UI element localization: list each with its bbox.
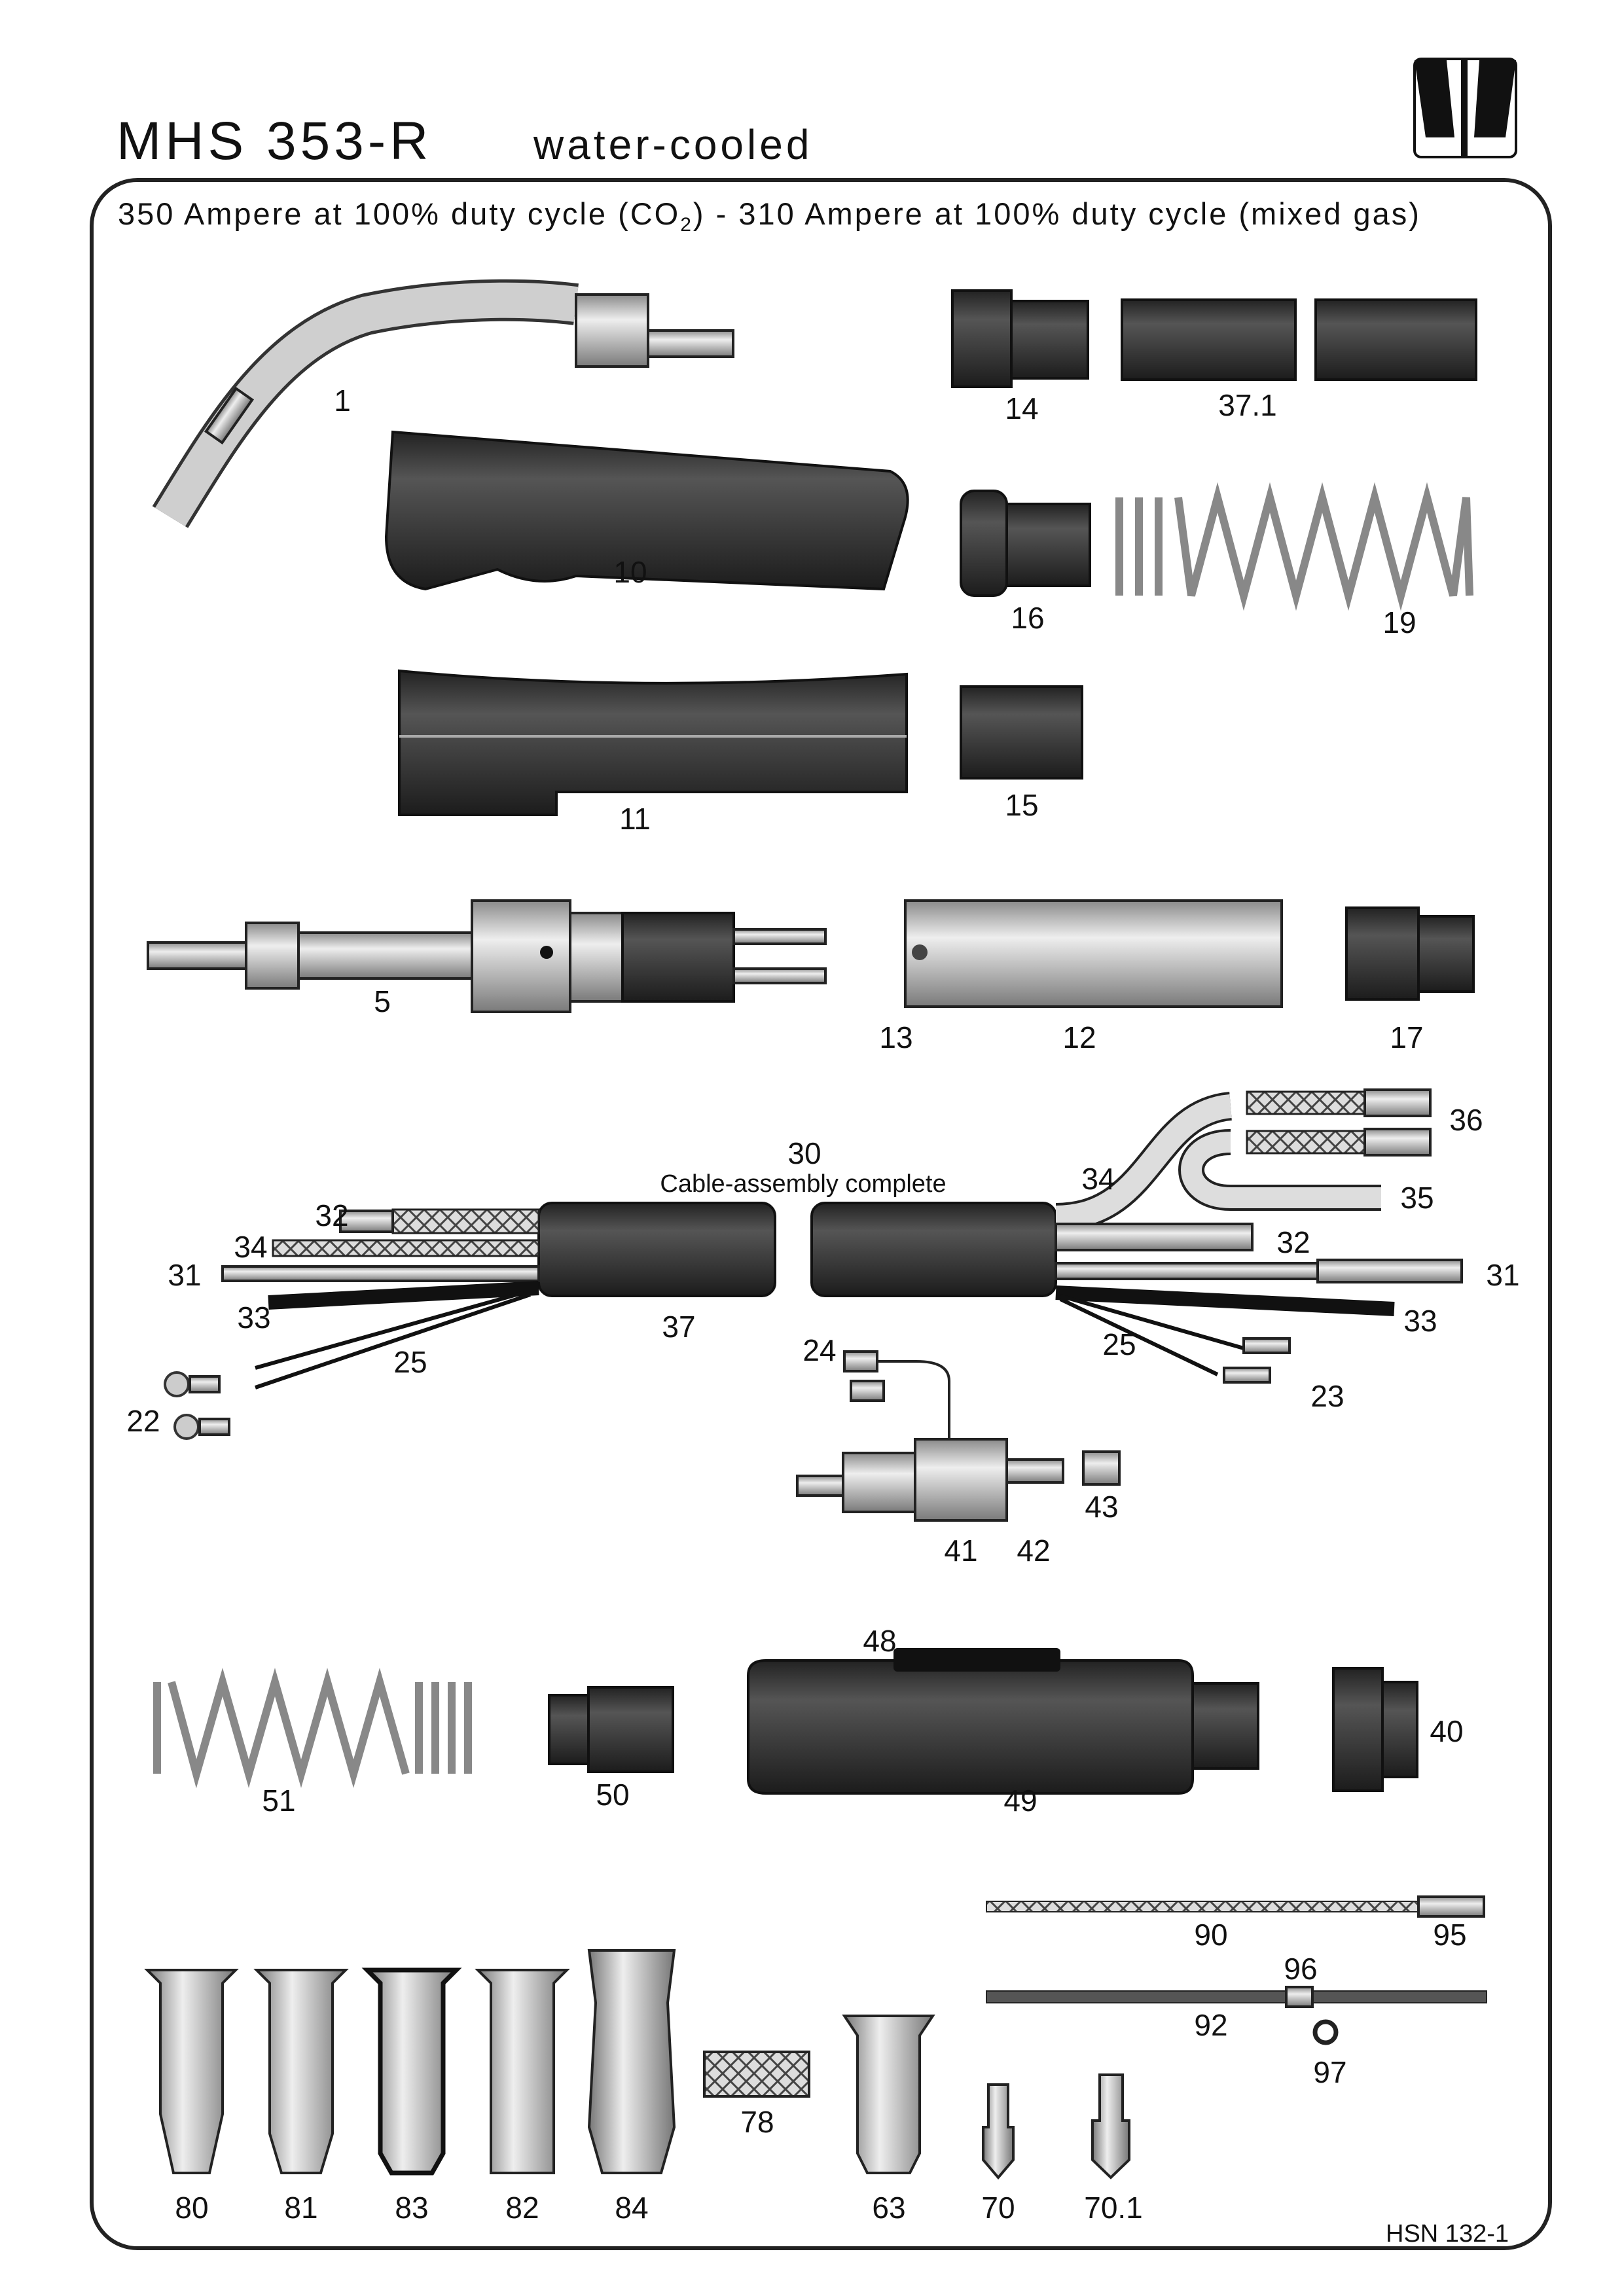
label-95: 95 <box>1433 1918 1466 1952</box>
label-33-right: 33 <box>1403 1304 1437 1338</box>
label-78: 78 <box>740 2105 774 2139</box>
label-22: 22 <box>126 1404 160 1438</box>
label-84: 84 <box>615 2191 648 2225</box>
label-5: 5 <box>374 984 391 1018</box>
part-11-handle-shell <box>398 669 908 816</box>
label-24: 24 <box>803 1333 836 1367</box>
label-90: 90 <box>1194 1918 1227 1952</box>
label-13: 13 <box>879 1020 912 1054</box>
label-81: 81 <box>284 2191 317 2225</box>
label-70-1: 70.1 <box>1084 2191 1143 2225</box>
part-37-cable <box>537 1202 1057 1297</box>
part-78-spring-sleeve <box>703 2051 810 2098</box>
left-hoses <box>221 1208 540 1390</box>
label-25-left: 25 <box>393 1345 427 1379</box>
label-40: 40 <box>1430 1714 1463 1748</box>
part-5-torch-neck <box>147 899 827 1013</box>
label-51: 51 <box>262 1784 295 1818</box>
part-1-gooseneck <box>152 279 734 528</box>
label-96: 96 <box>1284 1952 1317 1986</box>
label-48: 48 <box>863 1624 896 1658</box>
part-50-nut <box>548 1686 674 1773</box>
label-11: 11 <box>619 802 651 836</box>
label-83: 83 <box>395 2191 428 2225</box>
label-30: 30 <box>787 1136 821 1170</box>
label-15: 15 <box>1005 788 1038 822</box>
part-70-contact-tip <box>982 2083 1015 2180</box>
part-labels: 1 10 11 14 37.1 16 19 15 5 13 12 17 36 3… <box>126 384 1519 2225</box>
label-36: 36 <box>1449 1103 1483 1137</box>
brand-logo <box>1413 58 1517 158</box>
cable-caption: Cable-assembly complete <box>660 1170 946 1198</box>
label-31-right: 31 <box>1486 1258 1519 1292</box>
part-17-nut <box>1345 906 1475 1001</box>
label-63: 63 <box>872 2191 905 2225</box>
part-63-tip-adapter <box>842 2015 935 2174</box>
gas-nozzles <box>144 1949 676 2176</box>
part-43-nut <box>1082 1450 1121 1486</box>
part-49-housing <box>747 1648 1259 1795</box>
label-37: 37 <box>662 1310 695 1344</box>
label-92: 92 <box>1194 2008 1227 2042</box>
label-10: 10 <box>613 555 647 589</box>
part-92-liner <box>986 1986 1487 2045</box>
label-80: 80 <box>175 2191 208 2225</box>
part-12-tube <box>904 899 1283 1008</box>
part-22-terminals <box>164 1371 230 1440</box>
part-15-nut <box>960 685 1083 780</box>
label-31-left: 31 <box>168 1258 201 1292</box>
label-12: 12 <box>1062 1020 1096 1054</box>
rating-text: 350 Ampere at 100% duty cycle (CO2) - 31… <box>118 196 1421 236</box>
label-32-left: 32 <box>315 1198 348 1232</box>
content-frame <box>90 178 1552 2250</box>
label-17: 17 <box>1390 1020 1423 1054</box>
label-42: 42 <box>1017 1534 1050 1568</box>
cooling-type: water-cooled <box>533 121 812 168</box>
label-34-right: 34 <box>1081 1162 1115 1196</box>
part-90-liner <box>986 1895 1485 1918</box>
label-50: 50 <box>596 1778 629 1812</box>
part-51-spring <box>153 1668 472 1789</box>
label-16: 16 <box>1011 601 1044 635</box>
part-19-spring <box>1115 482 1473 611</box>
label-19: 19 <box>1382 605 1416 639</box>
doc-code: HSN 132-1 <box>1386 2220 1509 2248</box>
label-43: 43 <box>1085 1490 1118 1524</box>
label-49: 49 <box>1003 1784 1037 1818</box>
right-hoses <box>1055 1088 1463 1384</box>
label-82: 82 <box>505 2191 539 2225</box>
part-10-handle <box>384 430 909 591</box>
label-37-1: 37.1 <box>1218 388 1277 422</box>
label-14: 14 <box>1005 391 1038 425</box>
part-14-sleeve <box>951 289 1089 388</box>
label-23: 23 <box>1310 1379 1344 1413</box>
part-16-nut <box>960 490 1091 597</box>
part-37-1-hose <box>1121 298 1477 381</box>
label-1: 1 <box>334 384 351 418</box>
label-41: 41 <box>944 1534 977 1568</box>
part-70-1-contact-tip <box>1091 2073 1130 2179</box>
label-25-right: 25 <box>1102 1327 1136 1361</box>
label-34-left: 34 <box>234 1230 267 1264</box>
part-41-connector-block <box>796 1350 1064 1522</box>
model-title: MHS 353-R <box>117 111 432 171</box>
label-70: 70 <box>981 2191 1015 2225</box>
label-35: 35 <box>1400 1181 1434 1215</box>
label-33-left: 33 <box>237 1300 270 1335</box>
label-32-right: 32 <box>1276 1225 1310 1259</box>
part-40-nut <box>1332 1667 1418 1792</box>
label-97: 97 <box>1313 2055 1346 2089</box>
